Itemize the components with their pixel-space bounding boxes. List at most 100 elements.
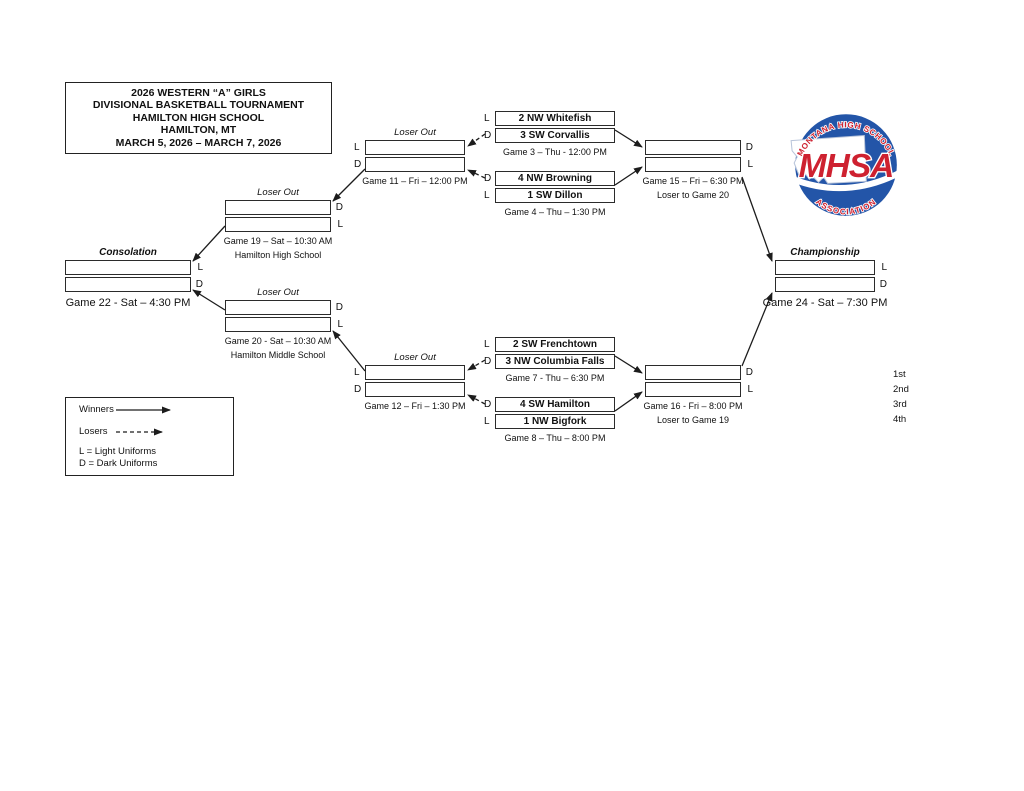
placing-label: 1st	[893, 369, 906, 380]
uniform-letter: L	[197, 262, 203, 273]
uniform-letter: D	[484, 399, 492, 410]
placing-label: 3rd	[893, 399, 907, 410]
team-slot: 3 SW Corvallis	[495, 128, 615, 143]
tournament-title-box: 2026 WESTERN “A” GIRLS DIVISIONAL BASKET…	[65, 82, 332, 154]
uniform-letter: D	[335, 202, 343, 213]
placing-label: 4th	[893, 414, 907, 425]
game-caption: Game 3 – Thu - 12:00 PM	[503, 147, 607, 157]
game-20-box: Loser Out D L Game 20 - Sat – 10:30 AM H…	[225, 287, 343, 360]
game-caption: Game 4 – Thu – 1:30 PM	[504, 207, 606, 217]
game-caption: Game 8 – Thu – 8:00 PM	[504, 433, 606, 443]
championship-game-box: Championship L D Game 24 - Sat – 7:30 PM	[763, 247, 888, 309]
uniform-letter: D	[879, 279, 887, 290]
uniform-letter: D	[195, 279, 203, 290]
game-4-box: 4 NW Browning 1 SW Dillon D L Game 4 – T…	[484, 171, 615, 217]
game-header: Loser Out	[394, 127, 436, 138]
team-name: 2 NW Whitefish	[518, 113, 592, 124]
uniform-letter: D	[745, 367, 753, 378]
team-name: 2 SW Frenchtown	[513, 339, 597, 350]
team-slot	[645, 365, 741, 380]
game-header: Consolation	[99, 247, 157, 258]
uniform-letter: L	[747, 159, 753, 170]
game-7-box: 2 SW Frenchtown 3 NW Columbia Falls L D …	[484, 337, 615, 383]
team-slot: 4 SW Hamilton	[495, 397, 615, 412]
title-line: 2026 WESTERN “A” GIRLS	[131, 86, 266, 99]
game-caption: Game 20 - Sat – 10:30 AM	[224, 336, 332, 346]
game-caption: Game 11 – Fri – 12:00 PM	[362, 176, 468, 186]
game-caption: Game 22 - Sat – 4:30 PM	[65, 297, 191, 309]
team-slot	[365, 157, 465, 172]
team-slot	[645, 382, 741, 397]
title-line: DIVISIONAL BASKETBALL TOURNAMENT	[92, 99, 305, 112]
team-slot: 2 SW Frenchtown	[495, 337, 615, 352]
legend-winners-label: Winners	[79, 404, 114, 415]
game-venue: Hamilton Middle School	[230, 350, 326, 360]
game-19-box: Loser Out D L Game 19 – Sat – 10:30 AM H…	[224, 187, 343, 260]
team-slot: 2 NW Whitefish	[495, 111, 615, 126]
team-name: 1 NW Bigfork	[523, 416, 587, 427]
uniform-letter: D	[354, 159, 362, 170]
placings-column: 1st 2nd 3rd 4th	[893, 367, 909, 427]
placing-label: 2nd	[893, 384, 909, 395]
uniform-letter: L	[337, 219, 343, 230]
uniform-letter: D	[354, 384, 362, 395]
game-11-box: Loser Out L D Game 11 – Fri – 12:00 PM	[354, 127, 468, 186]
logo-swoosh	[792, 170, 901, 192]
title-line: MARCH 5, 2026 – MARCH 7, 2026	[115, 136, 282, 149]
game-12-box: Loser Out L D Game 12 – Fri – 1:30 PM	[354, 352, 466, 411]
winner-line	[614, 129, 643, 148]
uniform-letter: L	[484, 190, 490, 201]
uniform-letter: L	[337, 319, 343, 330]
team-slot: 1 SW Dillon	[495, 188, 615, 203]
uniform-letter: D	[484, 173, 492, 184]
team-slot: 3 NW Columbia Falls	[495, 354, 615, 369]
consolation-game-box: Consolation L D Game 22 - Sat – 4:30 PM	[65, 247, 203, 309]
team-slot	[225, 217, 331, 232]
uniform-letter: L	[484, 113, 490, 124]
loser-destination: Loser to Game 20	[656, 190, 730, 200]
team-name: 3 NW Columbia Falls	[505, 356, 605, 367]
legend-losers-label: Losers	[79, 426, 108, 437]
game-caption: Game 24 - Sat – 7:30 PM	[762, 297, 888, 309]
winner-line	[614, 355, 643, 374]
team-name: 1 SW Dillon	[527, 190, 583, 201]
legend-box: Winners Losers L = Light Uniforms D = Da…	[65, 397, 234, 476]
team-slot	[225, 200, 331, 215]
game-caption: Game 19 – Sat – 10:30 AM	[223, 236, 333, 246]
uniform-letter: L	[484, 339, 490, 350]
uniform-letter: D	[484, 356, 492, 367]
montana-state-icon	[790, 135, 867, 184]
title-line: HAMILTON, MT	[160, 124, 237, 137]
legend-light-uniforms: L = Light Uniforms	[79, 446, 157, 457]
uniform-letter: D	[745, 142, 753, 153]
team-slot	[65, 260, 191, 275]
team-slot	[775, 260, 875, 275]
game-caption: Game 12 – Fri – 1:30 PM	[364, 401, 466, 411]
game-8-box: 4 SW Hamilton 1 NW Bigfork D L Game 8 – …	[484, 397, 615, 443]
team-name: 3 SW Corvallis	[520, 130, 590, 141]
legend-dark-uniforms: D = Dark Uniforms	[79, 458, 158, 469]
team-slot	[645, 140, 741, 155]
team-slot	[645, 157, 741, 172]
game-venue: Hamilton High School	[234, 250, 322, 260]
game-3-box: 2 NW Whitefish 3 SW Corvallis L D Game 3…	[484, 111, 615, 157]
mhsa-logo: MONTANA HIGH SCHOOL MHSA ASSOCIATION	[790, 114, 901, 217]
uniform-letter: L	[354, 367, 360, 378]
team-slot: 4 NW Browning	[495, 171, 615, 186]
game-caption: Game 7 - Thu – 6:30 PM	[505, 373, 605, 383]
team-slot	[365, 140, 465, 155]
team-slot	[65, 277, 191, 292]
team-slot	[225, 300, 331, 315]
game-header: Loser Out	[257, 187, 299, 198]
logo-acronym-text: MHSA	[799, 148, 894, 185]
uniform-letter: D	[335, 302, 343, 313]
game-header: Loser Out	[394, 352, 436, 363]
uniform-letter: L	[747, 384, 753, 395]
game-15-box: D L Game 15 – Fri – 6:30 PM Loser to Gam…	[642, 140, 753, 200]
team-slot	[225, 317, 331, 332]
game-header: Loser Out	[257, 287, 299, 298]
team-name: 4 NW Browning	[518, 173, 592, 184]
team-slot	[775, 277, 875, 292]
title-line: HAMILTON HIGH SCHOOL	[132, 111, 265, 124]
